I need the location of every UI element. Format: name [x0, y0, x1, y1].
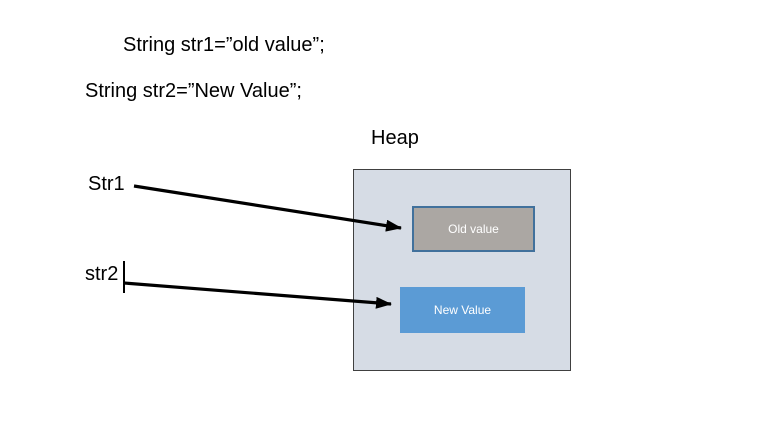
new-value-box: New Value [400, 287, 525, 333]
new-value-box-label: New Value [433, 303, 492, 317]
code-line-str2: String str2=”New Value”; [85, 80, 302, 102]
text-cursor [123, 261, 125, 293]
heap-container-box [353, 169, 571, 371]
str1-reference-label: Str1 [88, 173, 125, 195]
str2-arrow [123, 281, 392, 309]
old-value-box-label: Old value [448, 222, 499, 236]
str2-reference-label: str2 [85, 263, 119, 285]
heap-title: Heap [371, 127, 419, 149]
old-value-box: Old value [412, 206, 535, 252]
code-line-str1: String str1=”old value”; [123, 34, 325, 56]
